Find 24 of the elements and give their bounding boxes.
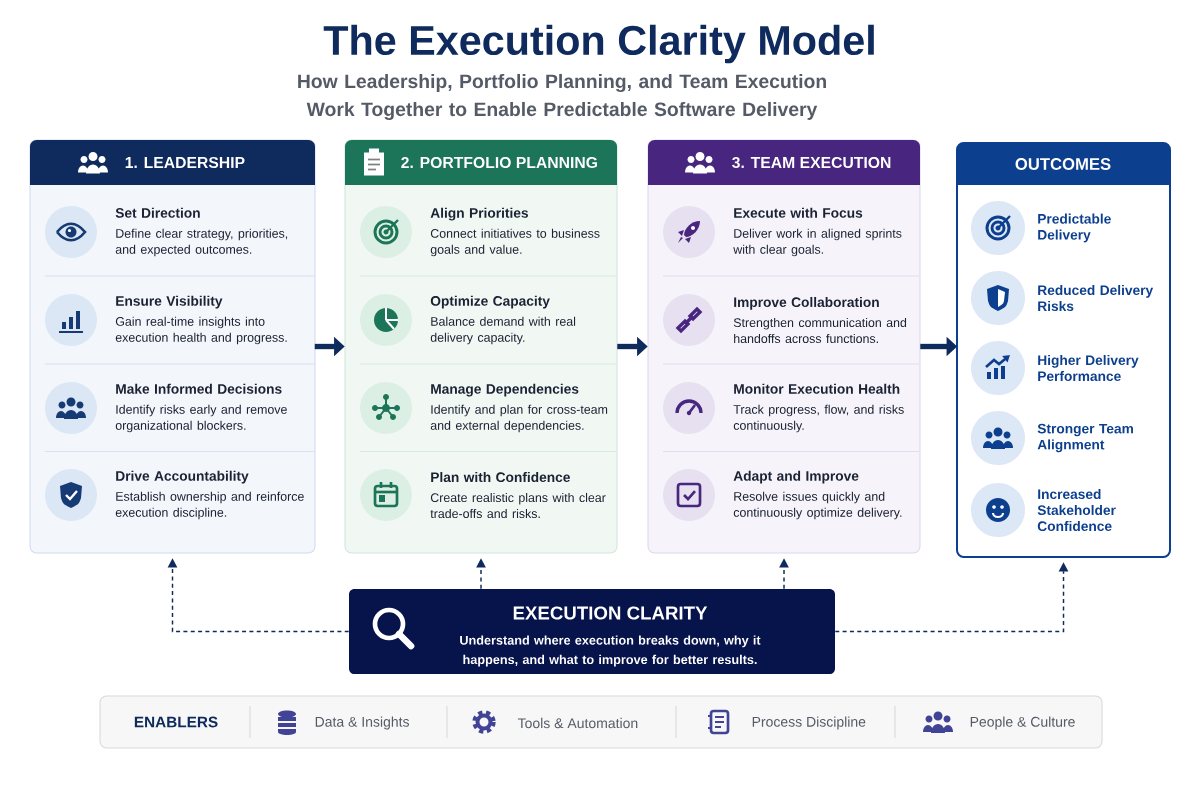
outcome-text: Higher Delivery Performance (1038, 354, 1139, 382)
item-text: Ensure Visibility Gain real-time insights into execution health and progress. (115, 295, 287, 345)
item-text: Make Informed Decisions Identify risks early and remove organizational blockers. (115, 383, 287, 433)
item-text: Align Priorities Connect initiatives to business goals and value. (430, 207, 600, 257)
enabler-label: Process Discipline (752, 716, 866, 730)
item-text: Monitor Execution Health Track progress, flow, and risks continuously. (733, 383, 904, 433)
item-text: Execute with Focus Deliver work in aligned sprints with clear goals. (733, 207, 902, 257)
item-text: Drive Accountability Establish ownership and reinforce execution discipline. (115, 470, 304, 520)
outcome-text: Reduced Delivery Risks (1038, 284, 1154, 312)
enabler-label: Data & Insights (315, 716, 409, 730)
item-text: Improve Collaboration Strengthen communication and handoffs across functions. (733, 296, 907, 344)
outcome-text: Predictable Delivery (1038, 213, 1111, 243)
outcome-text: Stronger Team Alignment (1037, 423, 1133, 453)
item-text: Manage Dependencies Identify and plan for cross-team and external dependencies. (430, 383, 608, 433)
item-text: Adapt and Improve Resolve issues quickly and continuously optimize delivery. (733, 470, 902, 520)
outcome-text: Increased Stakeholder Confidence (1037, 488, 1116, 532)
highlight-box: EXECUTION CLARITY Understand where execution breaks down, why it happens, and what to improve for better results. (349, 589, 835, 674)
item-text: Plan with Confidence Create realistic plans with clear trade-offs and risks. (430, 471, 606, 519)
enabler-label: People & Culture (970, 716, 1075, 730)
item-text: Set Direction Define clear strategy, priorities, and expected outcomes. (115, 207, 288, 257)
item-text: Optimize Capacity Balance demand with real delivery capacity. (430, 295, 576, 345)
title: The Execution Clarity Model (323, 24, 874, 64)
subtitle: How Leadership, Portfolio Planning, and Team Execution Work Together to Enable Predictable Software Delivery (298, 73, 826, 121)
enabler-label: Tools & Automation (517, 717, 638, 729)
